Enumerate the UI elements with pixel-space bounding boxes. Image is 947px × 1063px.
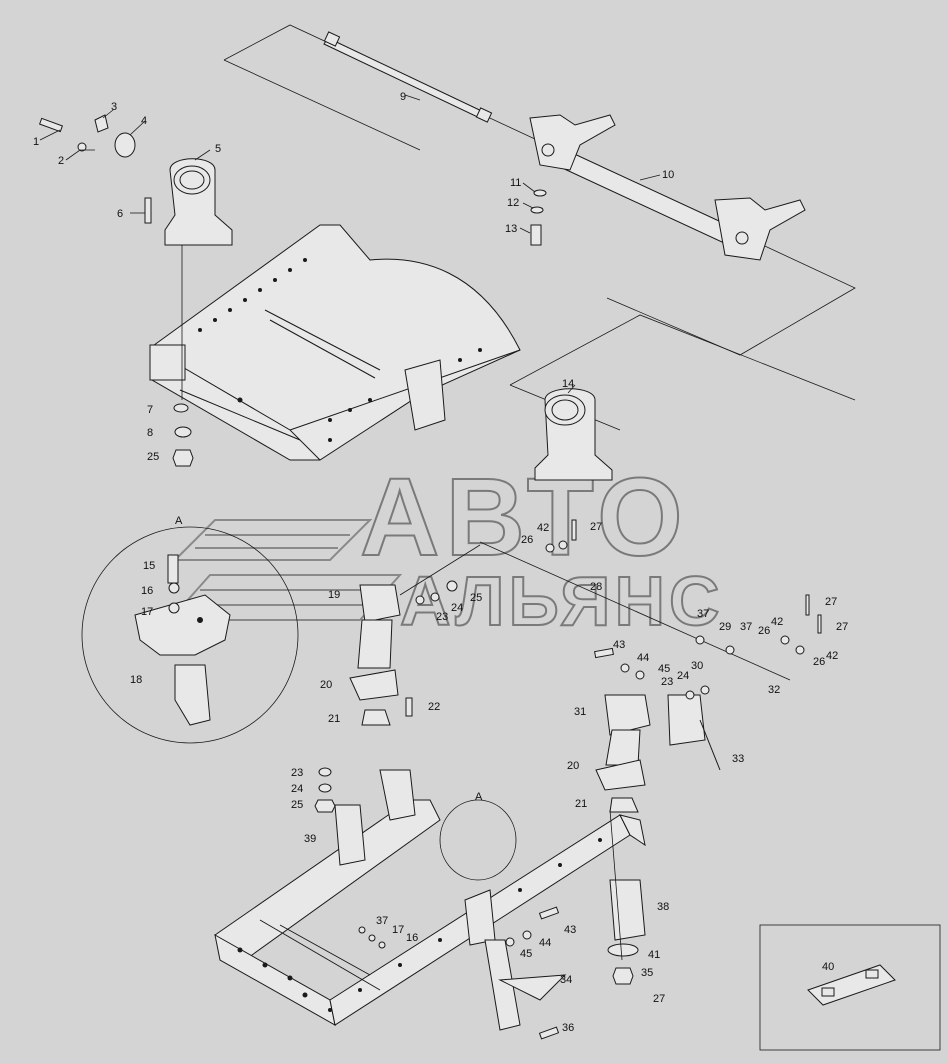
callout-15: 15: [143, 560, 155, 572]
callout-35: 35: [641, 967, 653, 979]
upper-fasteners: [38, 114, 547, 467]
callout-26-mid: 26: [521, 534, 533, 546]
callout-labels: 1 2 3 4 5 6 7 8 9 10 11 12 13 14 25 15 1…: [33, 91, 848, 1034]
clamp-assembly-right: [479, 519, 822, 813]
callout-30: 30: [691, 660, 703, 672]
callout-1: 1: [33, 136, 39, 148]
callout-23-lower: 23: [291, 767, 303, 779]
front-frame-assembly: [149, 224, 521, 461]
callout-3: 3: [111, 101, 117, 113]
callout-10: 10: [662, 169, 674, 181]
callout-13: 13: [505, 223, 517, 235]
callout-11: 11: [510, 177, 521, 189]
callout-24-lower: 24: [291, 783, 303, 795]
callout-18: 18: [130, 674, 142, 686]
bearing-bracket-14: [534, 388, 613, 481]
callout-20-right: 20: [567, 760, 579, 772]
callout-27-lower: 27: [653, 993, 665, 1005]
callout-20-left: 20: [320, 679, 332, 691]
callout-44-lower: 44: [539, 937, 551, 949]
callout-16-lower: 16: [406, 932, 418, 944]
clamp-assembly-left: [349, 544, 481, 726]
callout-21-left: 21: [328, 713, 340, 725]
bearing-bracket-5: [164, 158, 233, 246]
callout-43-right: 43: [613, 639, 625, 651]
callout-31: 31: [574, 706, 586, 718]
callout-25-lower: 25: [291, 799, 303, 811]
callout-32: 32: [768, 684, 780, 696]
callout-2: 2: [58, 155, 64, 167]
callout-17-detail: 17: [141, 606, 153, 618]
callout-24-mid: 24: [451, 602, 463, 614]
callout-45-right: 45: [658, 663, 670, 675]
callout-45-lower: 45: [520, 948, 532, 960]
callout-42-mid: 42: [537, 522, 549, 534]
torsion-rod-9: [323, 31, 493, 123]
callout-16-detail: 16: [141, 585, 153, 597]
watermark-line2: АЛЬЯНС: [400, 562, 724, 640]
callout-24-right: 24: [677, 670, 689, 682]
callout-26-right-b: 26: [813, 656, 825, 668]
callout-40: 40: [822, 961, 834, 973]
callout-23-mid: 23: [436, 611, 448, 623]
callout-37-right-b: 37: [740, 621, 752, 633]
callout-19: 19: [328, 589, 340, 601]
detail-label-a-lower: A: [475, 791, 483, 803]
callout-23-right: 23: [661, 676, 673, 688]
callout-27-mid: 27: [590, 521, 602, 533]
detail-view-a: [81, 526, 299, 744]
callout-38: 38: [657, 901, 669, 913]
callout-37-right-a: 37: [697, 608, 709, 620]
section-planes: [223, 24, 856, 431]
callout-43-lower: 43: [564, 924, 576, 936]
shaft-10: [529, 114, 806, 261]
callout-41: 41: [648, 949, 660, 961]
callout-29: 29: [719, 621, 731, 633]
callout-14: 14: [562, 378, 574, 390]
callout-25-mid: 25: [470, 592, 482, 604]
callout-22: 22: [428, 701, 440, 713]
callout-12: 12: [507, 197, 519, 209]
callout-27-right-a: 27: [825, 596, 837, 608]
callout-44-right: 44: [637, 652, 649, 664]
callout-17-lower: 17: [392, 924, 404, 936]
callout-34: 34: [560, 974, 572, 986]
callout-6: 6: [117, 208, 123, 220]
callout-39: 39: [304, 833, 316, 845]
callout-33: 33: [732, 753, 744, 765]
callout-8: 8: [147, 427, 153, 439]
callout-25-upper: 25: [147, 451, 159, 463]
callout-26-right-a: 26: [758, 625, 770, 637]
callout-27-right-b: 27: [836, 621, 848, 633]
callout-21-right: 21: [575, 798, 587, 810]
callout-28: 28: [590, 581, 602, 593]
callout-9: 9: [400, 91, 406, 103]
upper-leaders: [39, 94, 661, 400]
callout-5: 5: [215, 143, 221, 155]
watermark-line1: АВТО: [360, 456, 689, 579]
callout-36: 36: [562, 1022, 574, 1034]
callout-4: 4: [141, 115, 147, 127]
callout-7: 7: [147, 404, 153, 416]
detail-label-a-top: A: [175, 515, 183, 527]
callout-37-lower: 37: [376, 915, 388, 927]
watermark: АВТО АЛЬЯНС: [167, 455, 724, 641]
inset-part-40: [759, 924, 941, 1051]
callout-42-right-a: 42: [771, 616, 783, 628]
rear-frame-assembly: [214, 767, 646, 1040]
callout-42-right-b: 42: [826, 650, 838, 662]
